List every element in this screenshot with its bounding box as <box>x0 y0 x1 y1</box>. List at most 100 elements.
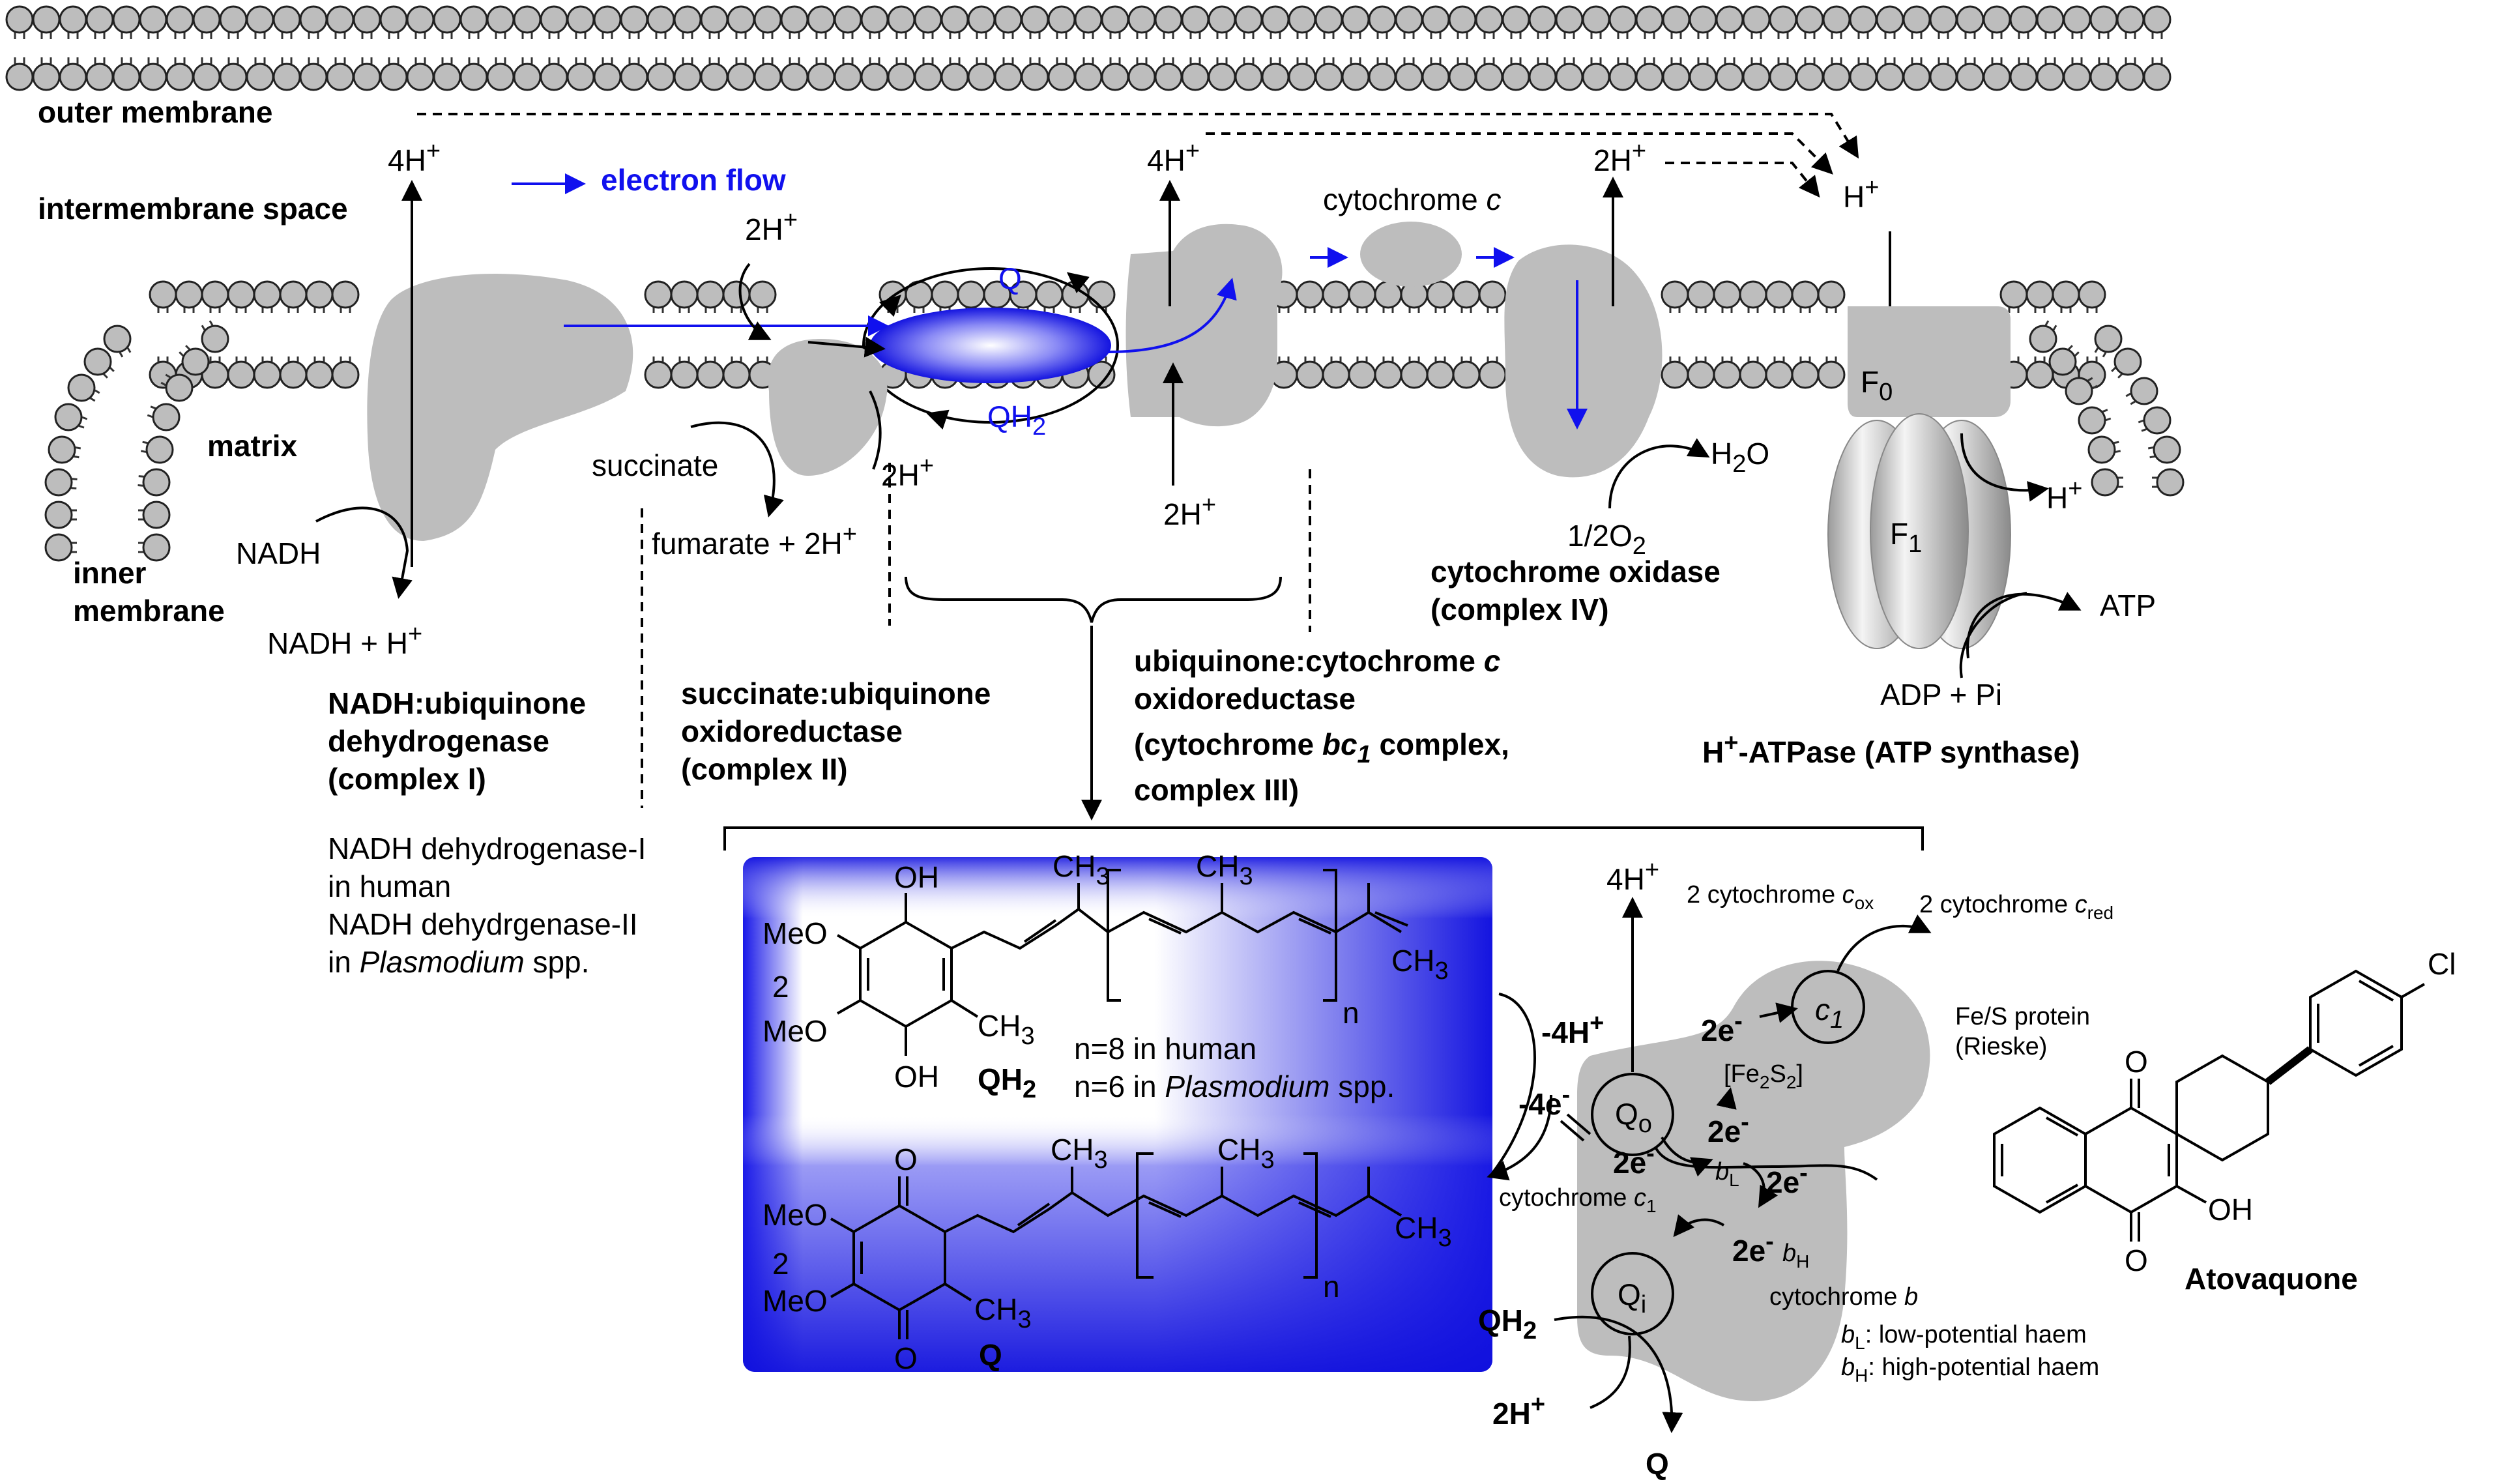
fe2s2-label: [Fe2S2] <box>1724 1060 1803 1092</box>
minus-4h-label: -4H+ <box>1541 1010 1604 1049</box>
atp-synthase-f0 <box>1848 306 2011 417</box>
complex-iii-name-4: complex III) <box>1134 773 1299 807</box>
complex-ii-proton-top: 2H+ <box>745 207 798 246</box>
complex-iii-name-2: oxidoreductase <box>1134 682 1356 716</box>
q-ch3-1: CH3 <box>1051 1133 1108 1174</box>
bh-description: bH: high-potential haem <box>1841 1354 2099 1386</box>
qo-label: Qo <box>1615 1097 1652 1138</box>
two-e-2: 2e- <box>1613 1140 1655 1180</box>
complex-ii-name-3: (complex II) <box>681 752 848 786</box>
qi-label: Qi <box>1618 1277 1646 1318</box>
complex-iii-detail-shape <box>1577 961 1930 1401</box>
detail-qh2-label: QH2 <box>1478 1303 1537 1345</box>
oxygen-label: 1/2O2 <box>1567 519 1646 560</box>
qh2-oh-bottom: OH <box>894 1060 939 1094</box>
n-human-note: n=8 in human <box>1074 1032 1256 1066</box>
qh2-meo-bottom: MeO <box>762 1014 828 1048</box>
adp-label: ADP + Pi <box>1880 678 2002 712</box>
atp-label: ATP <box>2100 589 2156 622</box>
complex-iv-name-1: cytochrome oxidase <box>1431 555 1721 589</box>
complex-i-name-3: (complex I) <box>328 762 486 796</box>
ubiquinol-structure <box>837 869 1408 1056</box>
detail-bracket <box>723 826 1924 851</box>
two-e-1: 2e- <box>1701 1008 1743 1047</box>
outer-membrane-label: outer membrane <box>38 95 272 129</box>
detail-proton-out: 4H+ <box>1606 856 1659 896</box>
atp-synthase-f1 <box>1827 413 2011 649</box>
complex-i-note-3: NADH dehydrgenase-II <box>328 907 638 941</box>
cytochrome-c1-label: cytochrome c1 <box>1499 1184 1657 1216</box>
atovaquone-o-bottom: O <box>2125 1244 2148 1277</box>
electron-flow-label: electron flow <box>601 163 786 197</box>
complex-iv-proton: 2H+ <box>1593 138 1646 177</box>
complex-ii-shape <box>768 339 888 476</box>
cytochrome-b-label: cytochrome b <box>1769 1283 1918 1311</box>
q-repeat-n: n <box>1323 1270 1340 1303</box>
complex-ii-substrate: succinate <box>592 448 718 482</box>
n-plasmodium-note: n=6 in Plasmodium spp. <box>1074 1069 1395 1103</box>
atovaquone-oh: OH <box>2208 1193 2253 1227</box>
complex-iv-name-2: (complex IV) <box>1431 592 1609 626</box>
cytochrome-c-shape <box>1360 222 1462 287</box>
atpase-name: H+-ATPase (ATP synthase) <box>1702 729 2080 769</box>
complex-ii-name-1: succinate:ubiquinone <box>681 677 991 710</box>
complex-iii-name-3: (cytochrome bc1 complex, <box>1134 727 1509 768</box>
complex-ii-proton-bottom: 2H+ <box>881 452 934 492</box>
ubiquinone-structure <box>830 1152 1402 1339</box>
two-e-4: 2e- <box>1766 1159 1808 1199</box>
complex-iv-shape <box>1504 244 1663 478</box>
c1-site-label: c1 <box>1815 993 1844 1034</box>
atpase-proton-top: H+ <box>1843 174 1879 214</box>
atpase-proton-out: H+ <box>2046 475 2082 515</box>
q-meo-bottom: MeO <box>762 1284 828 1318</box>
quinone-label: Q <box>998 261 1022 295</box>
outer-membrane <box>5 5 2171 91</box>
q-o-bottom: O <box>894 1341 918 1375</box>
matrix-label: matrix <box>207 429 297 463</box>
intermembrane-space-label: intermembrane space <box>38 192 348 226</box>
bh-label: bH <box>1782 1240 1809 1272</box>
f0-label: F0 <box>1861 365 1893 406</box>
complex-i-product: NADH + H+ <box>267 620 422 660</box>
q-cycle-loop <box>862 267 1119 424</box>
atovaquone-o-top: O <box>2125 1045 2148 1079</box>
atovaquone-label: Atovaquone <box>2185 1262 2358 1296</box>
complex-iii-proton-out: 4H+ <box>1147 138 1200 177</box>
complex-iii-name-1: ubiquinone:cytochrome c <box>1134 644 1500 678</box>
quinol-label: QH2 <box>987 400 1046 441</box>
qh2-oh-top: OH <box>894 860 939 894</box>
complex-i-note-4: in Plasmodium spp. <box>328 945 589 979</box>
water-label: H2O <box>1711 437 1769 478</box>
f1-label: F1 <box>1890 517 1922 558</box>
complex-i-shape <box>367 274 633 541</box>
q-ch3-3: CH3 <box>1395 1211 1452 1252</box>
complex-bracket <box>905 576 1282 623</box>
q-ch3-2: CH3 <box>1217 1133 1275 1174</box>
atovaquone-structure <box>1993 969 2425 1242</box>
complex-i-proton: 4H+ <box>388 138 441 177</box>
fes-protein-label: Fe/S protein <box>1955 1003 2090 1030</box>
qh2-ch3-3: CH3 <box>1391 944 1449 985</box>
bl-label: bL <box>1715 1158 1739 1190</box>
electron-path-complex3 <box>1107 278 1237 353</box>
q-o-top: O <box>894 1142 918 1176</box>
cytochrome-c-label: cytochrome c <box>1323 182 1502 216</box>
cytochrome-cox-label: 2 cytochrome cox <box>1687 881 1874 913</box>
complex-ii-product: fumarate + 2H+ <box>652 521 857 560</box>
bl-description: bL: low-potential haem <box>1841 1321 2087 1353</box>
complex-i-note-1: NADH dehydrogenase-I <box>328 832 646 866</box>
q-label: Q <box>979 1338 1002 1372</box>
inner-membrane-label-2: membrane <box>73 594 225 628</box>
complex-i-note-2: in human <box>328 869 451 903</box>
detail-q-label: Q <box>1646 1447 1669 1481</box>
qh2-repeat-n: n <box>1343 996 1359 1030</box>
q-position-2: 2 <box>772 1247 789 1281</box>
qh2-meo-top: MeO <box>762 916 828 950</box>
qi-site <box>1591 1252 1674 1335</box>
complex-i-name-1: NADH:ubiquinone <box>328 686 586 720</box>
complex-i-name-2: dehydrogenase <box>328 724 549 758</box>
inner-membrane-label-1: inner <box>73 556 147 590</box>
qh2-ch3-2: CH3 <box>1196 849 1253 890</box>
qo-site <box>1591 1073 1674 1156</box>
